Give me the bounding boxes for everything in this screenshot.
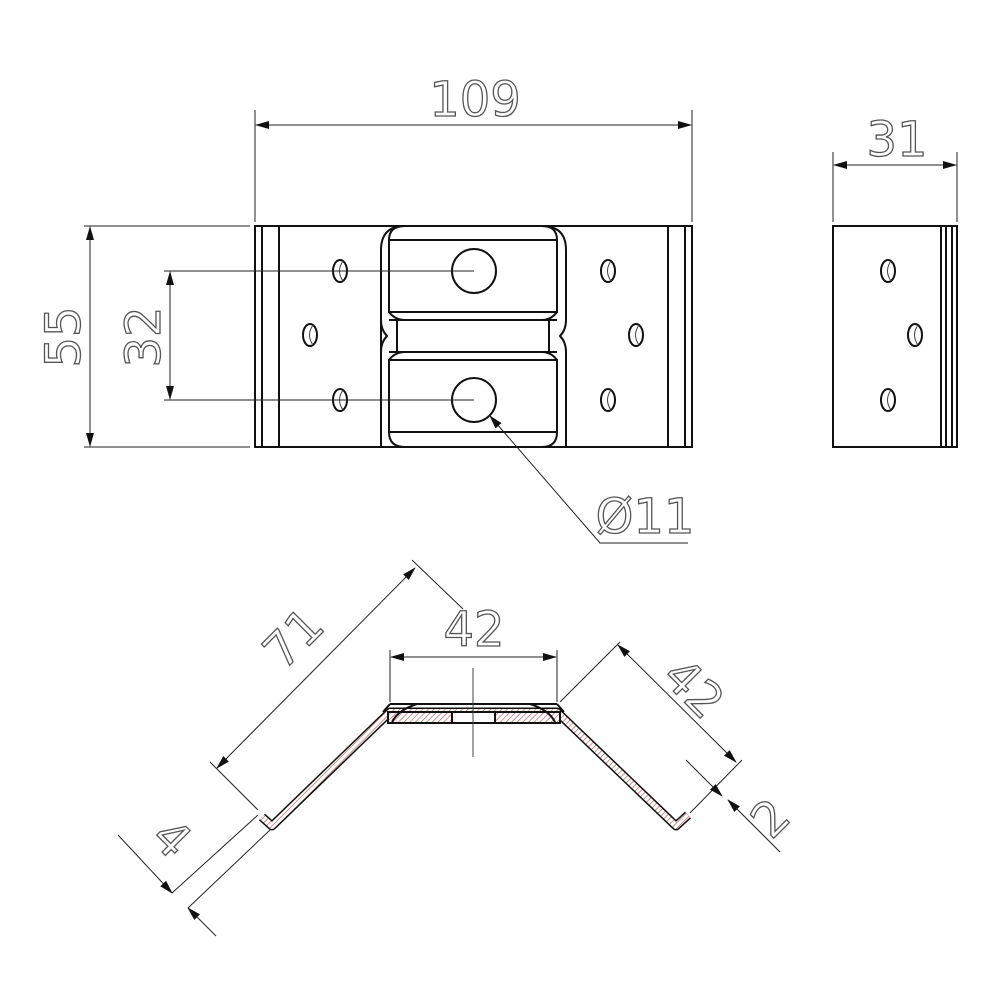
front-view <box>254 225 693 448</box>
dimension-label: 2 <box>740 788 801 849</box>
dimension-42-right: 42 <box>559 641 743 814</box>
dimension-label: 42 <box>652 647 735 730</box>
dimension-diameter-11: Ø11 <box>489 415 695 546</box>
dimension-label: 4 <box>141 808 202 869</box>
dimension-label: 71 <box>252 597 335 680</box>
screw-slots <box>302 259 644 412</box>
center-pocket <box>380 225 567 448</box>
dimension-4: 4 <box>117 807 271 937</box>
dimension-2: 2 <box>685 759 802 853</box>
side-view <box>832 225 958 448</box>
dimension-32: 32 <box>115 270 474 401</box>
dimension-109: 109 <box>254 71 693 222</box>
section-view <box>258 668 692 831</box>
dimension-label: 31 <box>866 112 927 168</box>
dimension-31: 31 <box>832 111 958 222</box>
dimension-label: Ø11 <box>596 489 695 545</box>
dimension-label: 55 <box>36 306 92 367</box>
dimension-label: 109 <box>429 72 521 128</box>
dimension-55: 55 <box>35 225 250 448</box>
dimension-label: 32 <box>116 306 172 367</box>
dimension-42-top: 42 <box>389 601 558 702</box>
dimension-label: 42 <box>443 602 504 658</box>
dimension-71: 71 <box>209 559 464 811</box>
